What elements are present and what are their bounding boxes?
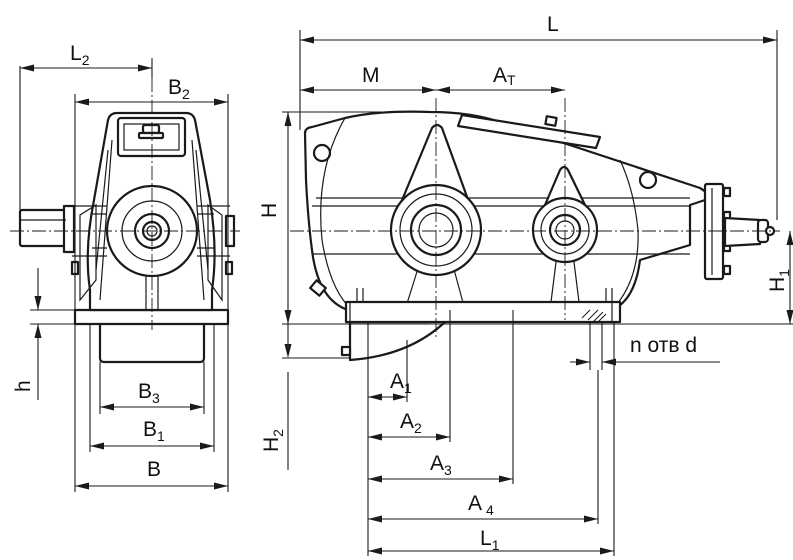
- label-A2: A2: [400, 410, 422, 436]
- label-B: B: [147, 458, 161, 481]
- label-AT: AT: [493, 64, 516, 88]
- side-view: [290, 98, 780, 362]
- dimensions-right: [282, 30, 793, 556]
- side-view-inspection-cover: [456, 113, 602, 150]
- label-L1: L1: [480, 527, 500, 553]
- dimensions-left: [19, 58, 229, 492]
- label-H1: H1: [766, 269, 792, 292]
- label-B3: B3: [138, 380, 160, 406]
- side-view-output-shaft: [723, 216, 762, 248]
- side-view-motor-flange: [703, 182, 725, 281]
- label-B2: B2: [168, 76, 190, 102]
- label-H: H: [258, 203, 281, 218]
- label-A1: A1: [390, 370, 412, 396]
- label-A3: A3: [430, 452, 452, 478]
- label-h: h: [12, 380, 35, 392]
- label-B1: B1: [143, 418, 165, 444]
- end-view-base: [73, 308, 230, 326]
- side-view-housing: [303, 110, 709, 312]
- end-view-foot: [98, 322, 206, 364]
- end-view: [10, 78, 240, 364]
- end-view-shaft: [18, 208, 68, 248]
- label-H2: H2: [260, 429, 286, 452]
- dimension-labels: L L2 B2 M AT H H1 h H2 n отв d A1 A2 A3 …: [12, 13, 792, 553]
- label-M: M: [362, 64, 380, 87]
- label-L: L: [547, 13, 559, 36]
- label-n-holes: n отв d: [630, 334, 697, 357]
- side-view-base: [344, 300, 622, 324]
- label-L2: L2: [70, 42, 90, 68]
- side-view-rib-large: [398, 123, 472, 207]
